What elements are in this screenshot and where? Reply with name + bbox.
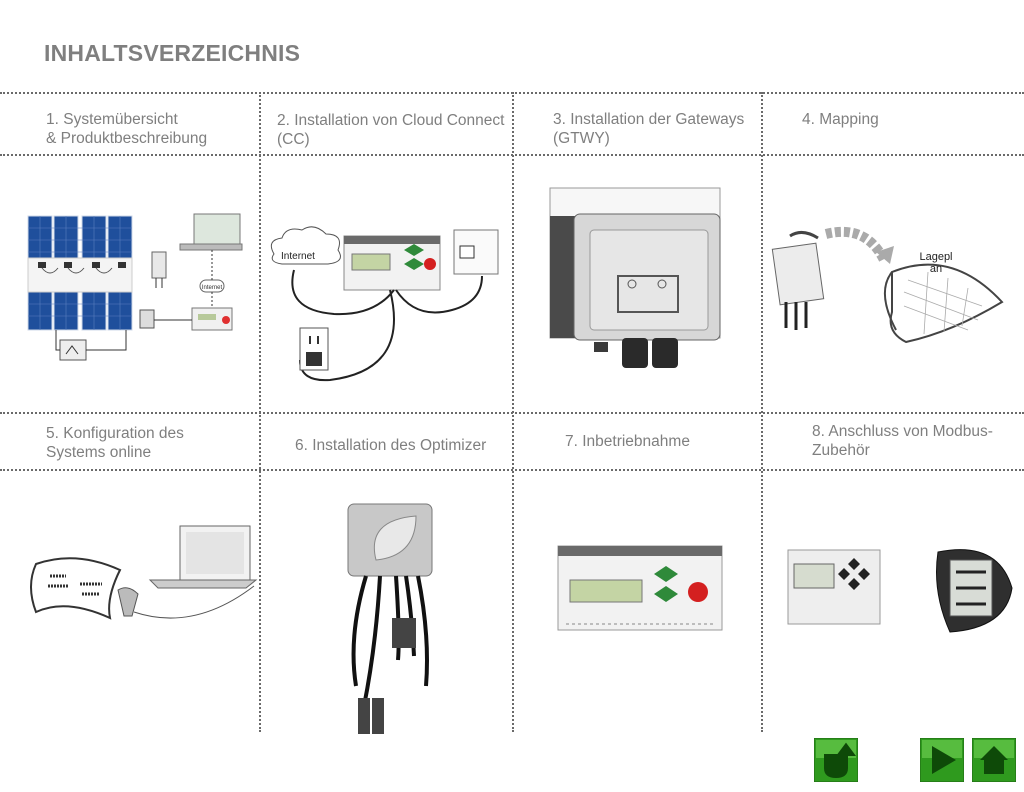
cloud-connect-illustration: Internet bbox=[270, 226, 499, 382]
section-link-cloud-connect[interactable]: 2. Installation von Cloud Connect(CC) bbox=[277, 112, 505, 148]
back-button[interactable] bbox=[813, 737, 859, 783]
section-link-modbus[interactable]: 8. Anschluss von Modbus-Zubehör bbox=[812, 423, 993, 459]
divider bbox=[259, 92, 261, 732]
divider bbox=[512, 92, 514, 732]
svg-text:an: an bbox=[930, 263, 942, 275]
modbus-illustration bbox=[787, 549, 1013, 633]
optimizer-illustration bbox=[347, 503, 433, 734]
page-title: INHALTSVERZEICHNIS bbox=[44, 40, 301, 66]
mapping-illustration: Lagepl an bbox=[771, 226, 1004, 344]
home-button[interactable] bbox=[971, 737, 1017, 783]
online-config-illustration bbox=[30, 525, 258, 620]
next-button[interactable] bbox=[919, 737, 965, 783]
play-arrow-icon bbox=[919, 737, 965, 783]
svg-text:Internet: Internet bbox=[202, 285, 223, 291]
section-link-inbetriebnahme[interactable]: 7. Inbetriebnahme bbox=[565, 433, 690, 450]
section-link-systemuebersicht[interactable]: 1. Systemübersicht& Produktbeschreibung bbox=[46, 111, 208, 147]
section-link-mapping[interactable]: 4. Mapping bbox=[802, 111, 879, 128]
home-icon bbox=[971, 737, 1017, 783]
commissioning-illustration bbox=[557, 545, 723, 631]
svg-text:Lagepl: Lagepl bbox=[919, 251, 952, 263]
section-link-gateways[interactable]: 3. Installation der Gateways(GTWY) bbox=[553, 111, 745, 147]
u-turn-icon bbox=[813, 737, 859, 783]
svg-text:Internet: Internet bbox=[281, 251, 315, 262]
system-overview-illustration: Internet bbox=[27, 213, 243, 361]
section-link-optimizer[interactable]: 6. Installation des Optimizer bbox=[295, 437, 487, 454]
gateway-illustration bbox=[549, 187, 721, 368]
divider bbox=[761, 92, 763, 732]
